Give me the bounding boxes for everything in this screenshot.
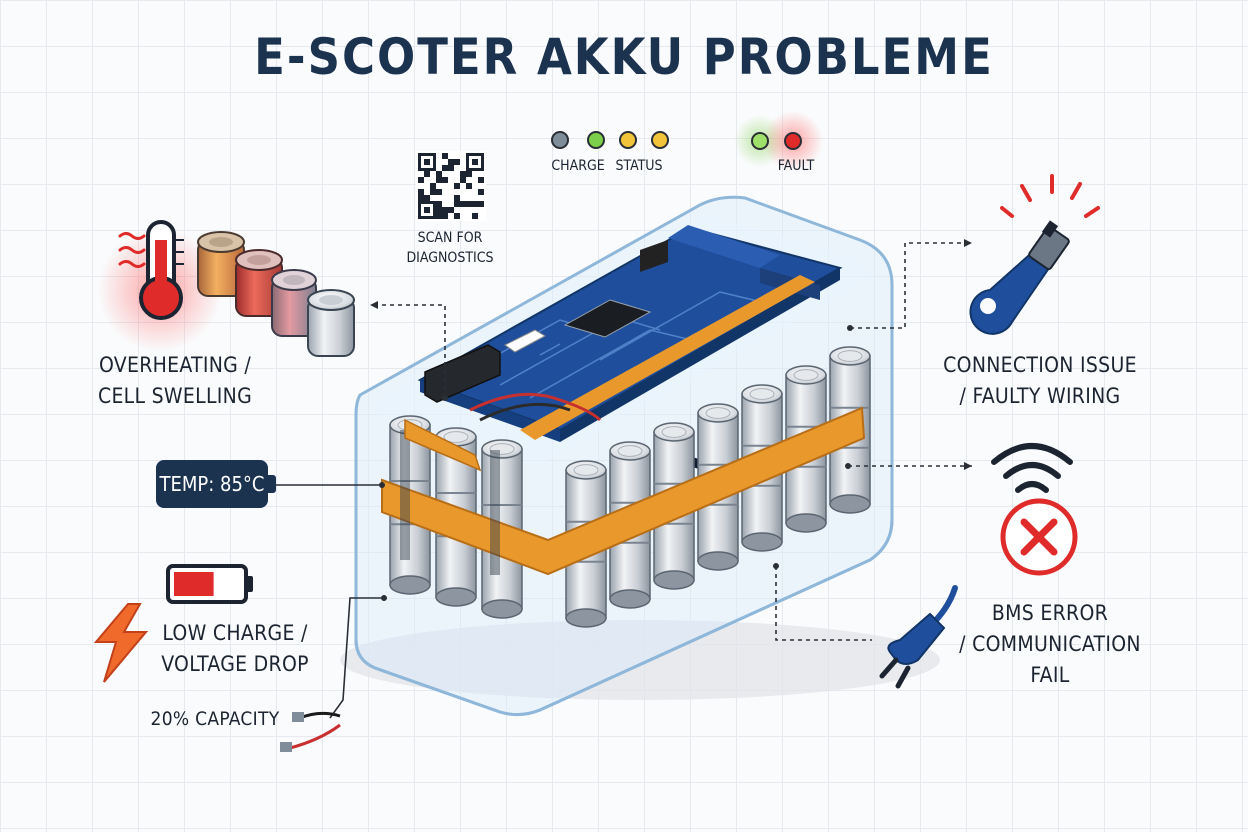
capacity-label: 20% CAPACITY	[150, 708, 280, 730]
thermometer-icon	[98, 220, 222, 352]
orange-strap	[381, 406, 866, 576]
bms-chip	[563, 299, 652, 338]
error-x-icon	[1000, 498, 1078, 576]
qr-caption-2: DIAGNOSTICS	[406, 250, 494, 266]
swollen-cells	[197, 231, 355, 357]
bms-label-2: / COMMUNICATION FAIL	[959, 632, 1141, 687]
charge-label: CHARGE	[551, 158, 605, 174]
led-green	[587, 131, 605, 149]
plug-icon	[879, 585, 958, 689]
low-charge-label-2: VOLTAGE DROP	[161, 652, 309, 676]
wrench-icon	[969, 174, 1100, 335]
bms-label-1: BMS ERROR	[991, 601, 1109, 625]
led-gray	[551, 131, 569, 149]
fault-label: FAULT	[777, 158, 815, 174]
qr-code-icon	[416, 151, 486, 221]
status-leds	[551, 111, 823, 171]
led-ok	[751, 132, 769, 150]
status-label: STATUS	[615, 158, 663, 174]
overheating-label-2: CELL SWELLING	[97, 384, 253, 408]
low-charge-label-1: LOW CHARGE /	[162, 621, 308, 645]
led-fault	[784, 132, 802, 150]
temp-badge-nub	[268, 475, 276, 493]
led-yellow-2	[651, 131, 669, 149]
temp-readout: TEMP: 85°C	[156, 460, 268, 508]
loose-cable	[280, 711, 341, 752]
led-yellow	[619, 131, 637, 149]
lightning-icon	[93, 603, 149, 683]
connection-label-1: CONNECTION ISSUE	[943, 353, 1137, 377]
connection-label-2: / FAULTY WIRING	[959, 384, 1121, 408]
qr-caption-1: SCAN FOR	[417, 230, 483, 246]
wifi-icon	[991, 443, 1073, 493]
battery-low-icon	[166, 564, 253, 604]
connector-block	[424, 344, 501, 403]
overheating-label-1: OVERHEATING /	[98, 353, 252, 377]
page-title: E-SCOTER AKKU PROBLEME	[254, 28, 994, 86]
